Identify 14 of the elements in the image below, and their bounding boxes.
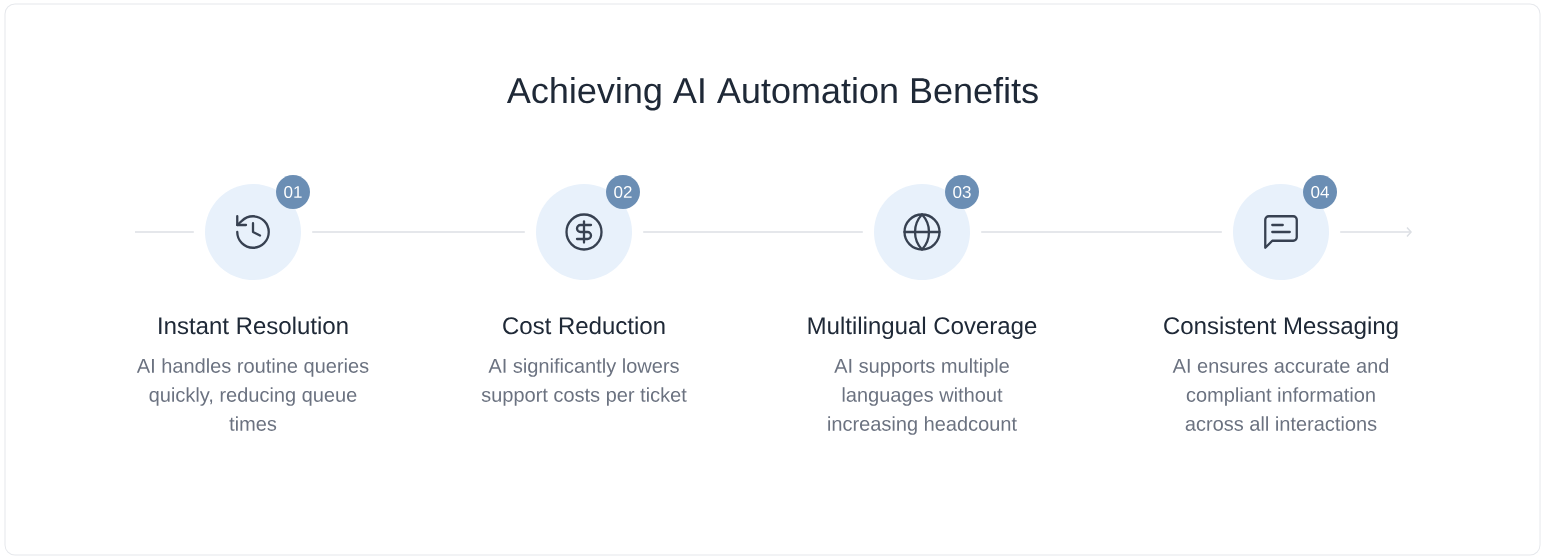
- title: Achieving AI Automation Benefits: [506, 76, 1038, 111]
- number-badge: 04: [1303, 175, 1337, 209]
- arrow: [1339, 226, 1412, 238]
- step-heading: Multilingual Coverage: [808, 316, 1037, 339]
- step-heading: Cost Reduction: [503, 316, 665, 335]
- step-description: AI ensures accurate and compliant information across all interactions: [1172, 358, 1389, 431]
- step-description: AI handles routine queries quickly, reducing queue times: [136, 358, 369, 431]
- step-description: AI supports multiple languages without increasing headcount: [828, 358, 1017, 435]
- step-description: AI significantly lowers support costs per ticket: [481, 358, 687, 406]
- step-heading: Instant Resolution: [159, 316, 348, 335]
- number-badge: 02: [606, 175, 640, 209]
- number-badge: 03: [945, 175, 979, 209]
- step-heading: Consistent Messaging: [1164, 316, 1398, 339]
- number-badge: 01: [276, 175, 310, 209]
